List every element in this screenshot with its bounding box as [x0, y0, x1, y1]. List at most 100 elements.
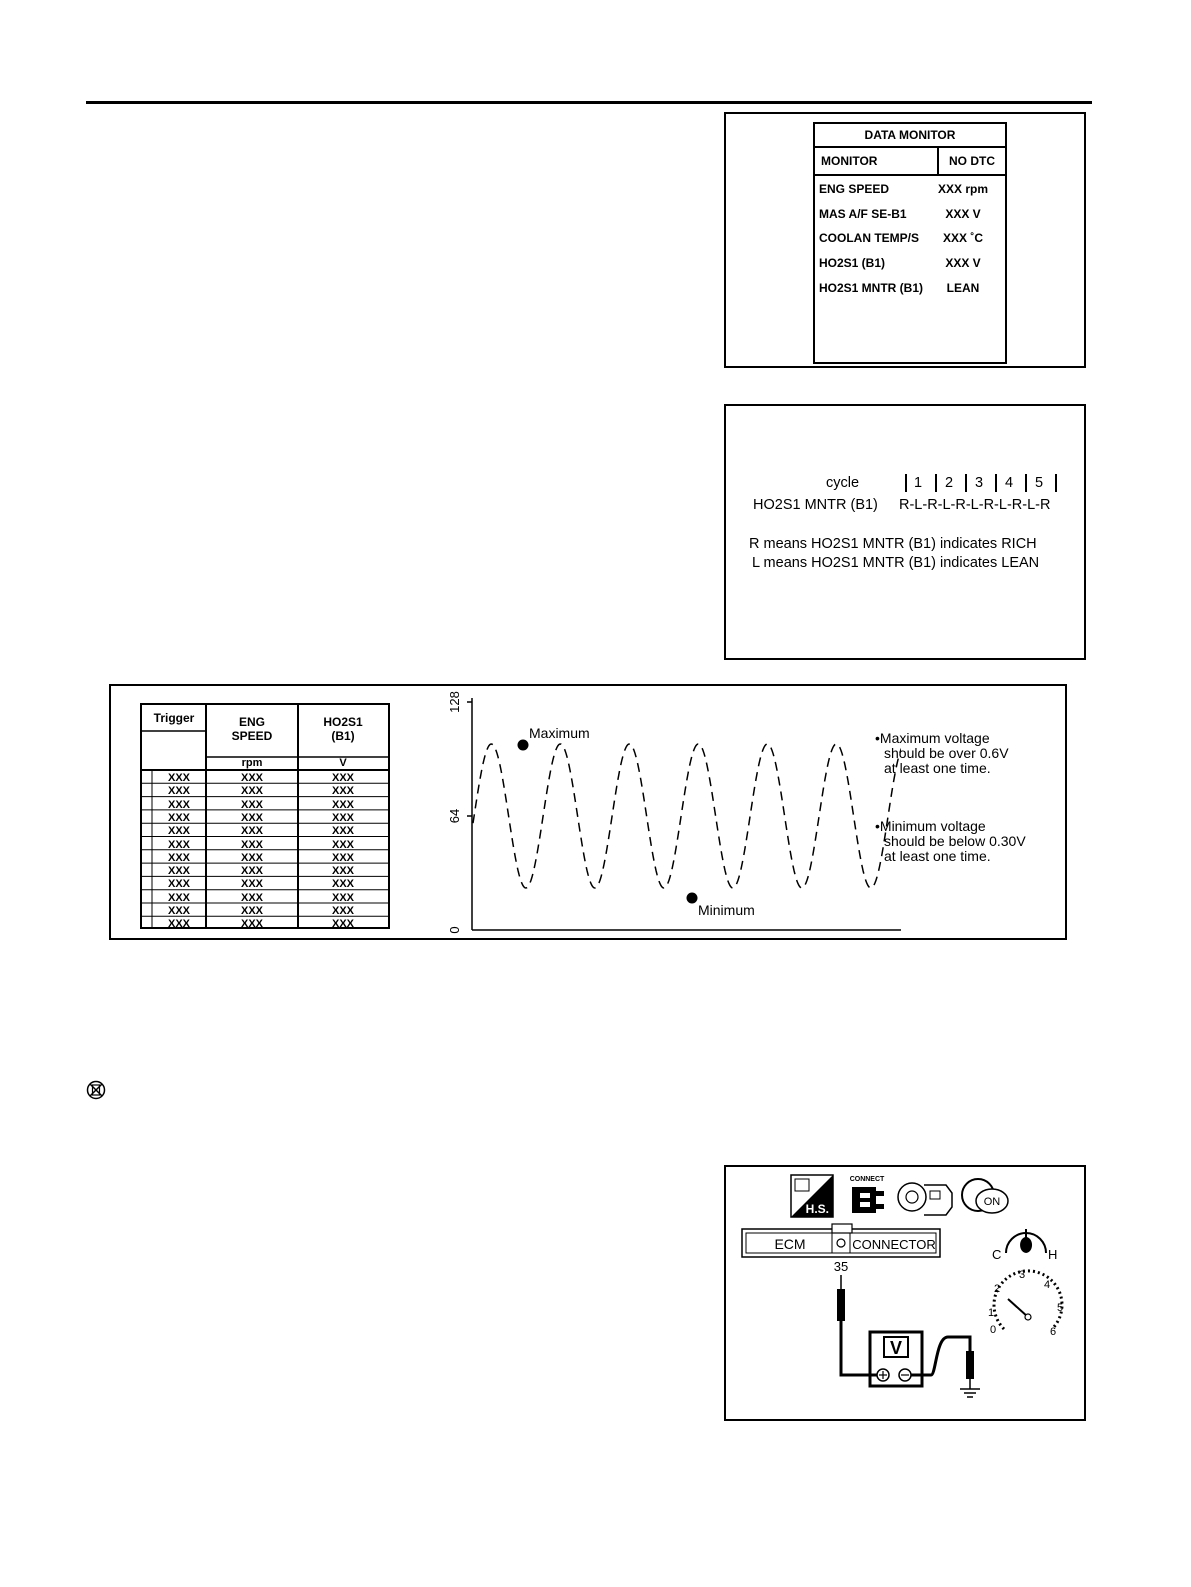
table-cell: XXX	[240, 878, 263, 891]
bullet: •	[875, 818, 880, 834]
cycle-divider	[995, 474, 997, 492]
cycle-divider	[965, 474, 967, 492]
table-cell: XXX	[167, 838, 190, 851]
connect-icon: CONNECT	[850, 1176, 885, 1213]
data-monitor-header: MONITOR NO DTC	[815, 148, 1005, 176]
monitor-row: ENG SPEED XXX rpm	[819, 180, 1005, 198]
bullet: •	[875, 730, 880, 746]
table-cell: XXX	[167, 785, 190, 798]
table-cell: XXX	[331, 891, 354, 904]
connect-label: CONNECT	[850, 1176, 885, 1183]
lean-note: L means HO2S1 MNTR (B1) indicates LEAN	[752, 555, 1040, 571]
ecm-connector: ECM CONNECTOR	[741, 1223, 941, 1258]
voltmeter-label: V	[890, 1338, 902, 1358]
engine-icon	[897, 1182, 953, 1216]
data-monitor-screen: DATA MONITOR MONITOR NO DTC ENG SPEED XX…	[813, 122, 1007, 364]
table-cell: XXX	[167, 825, 190, 838]
volt-unit: V	[339, 757, 347, 769]
monitor-row-value: XXX V	[945, 256, 981, 270]
cycle-divider	[935, 474, 937, 492]
tach-tick: 2	[994, 1283, 1000, 1295]
tach-tick: 3	[1019, 1269, 1025, 1281]
monitor-row-label: MAS A/F SE-B1	[819, 207, 907, 221]
max-voltage-note: •Maximum voltage should be over 0.6V at …	[875, 730, 1009, 776]
table-cell: XXX	[331, 798, 354, 811]
hs-icon: H.S.	[790, 1174, 834, 1218]
cycle-number: 5	[1035, 475, 1044, 491]
monitor-row-label: HO2S1 (B1)	[819, 256, 886, 270]
top-rule	[86, 101, 1092, 104]
monitor-row-value: XXX V	[945, 207, 981, 221]
table-cell: XXX	[331, 905, 354, 917]
table-cell: XXX	[167, 798, 190, 811]
tach-tick: 6	[1050, 1326, 1056, 1338]
table-cell: XXX	[331, 825, 354, 838]
table-cell: XXX	[240, 891, 263, 904]
monitor-row-label: HO2S1 MNTR (B1)	[819, 281, 924, 295]
gauge-hot-label: H	[1048, 1247, 1057, 1262]
table-grid	[142, 705, 388, 927]
table-cell: XXX	[240, 785, 263, 798]
pin-number: 35	[834, 1259, 848, 1274]
tach-tick: 1	[988, 1307, 994, 1319]
cycle-figure: cycle 1 2 3 4 5 HO2S1 MNTR (B1) R-L-R-L-…	[724, 404, 1086, 660]
cycle-number: 1	[914, 475, 923, 491]
table-cell: XXX	[167, 865, 190, 878]
table-cell: XXX	[240, 838, 263, 851]
y-tick-64: 64	[447, 809, 462, 823]
table-cell: XXX	[240, 772, 263, 784]
data-monitor-title: DATA MONITOR	[815, 124, 1005, 148]
gauge-cold-label: C	[992, 1247, 1001, 1262]
negative-probe	[966, 1351, 974, 1379]
minimum-label: Minimum	[698, 902, 755, 918]
maximum-point	[517, 739, 529, 751]
positive-probe	[837, 1289, 845, 1321]
monitor-row-label: ENG SPEED	[819, 182, 890, 196]
rich-note: R means HO2S1 MNTR (B1) indicates RICH	[749, 536, 1037, 552]
table-cell: XXX	[167, 918, 190, 931]
connector-label: CONNECTOR	[852, 1237, 936, 1252]
ho2s1-header-2: (B1)	[331, 729, 355, 743]
cycle-divider	[905, 474, 907, 492]
monitor-row-value: XXX ˚C	[942, 231, 983, 245]
table-cell: XXX	[331, 811, 354, 824]
wiring-figure: H.S. CONNECT ON	[724, 1165, 1086, 1421]
table-cell: XXX	[331, 918, 354, 931]
table-cell: XXX	[167, 851, 190, 864]
table-cell: XXX	[240, 825, 263, 838]
no-tools-icon	[86, 1080, 106, 1100]
monitor-row: HO2S1 MNTR (B1) LEAN	[819, 279, 1005, 297]
table-cell: XXX	[240, 851, 263, 864]
table-cell: XXX	[331, 838, 354, 851]
rich-lean-sequence: R-L-R-L-R-L-R-L-R-L-R	[899, 497, 1051, 513]
voltage-waveform: 128 64 0 Maximum Minimum	[447, 691, 901, 934]
minimum-point	[686, 892, 698, 904]
temp-gauge-icon: C H	[992, 1229, 1057, 1262]
y-tick-0: 0	[447, 926, 462, 933]
table-cell: XXX	[167, 772, 190, 784]
table-cell: XXX	[167, 811, 190, 824]
table-cell: XXX	[331, 865, 354, 878]
cycle-label: cycle	[826, 475, 860, 491]
table-cell: XXX	[240, 811, 263, 824]
monitor-row: COOLAN TEMP/S XXX ˚C	[819, 229, 1005, 247]
y-tick-128: 128	[447, 691, 462, 713]
tach-tick: 5	[1057, 1302, 1063, 1314]
trigger-header: Trigger	[153, 711, 195, 725]
table-cell: XXX	[167, 878, 190, 891]
ignition-on-icon: ON	[961, 1178, 1009, 1214]
table-cell: XXX	[331, 851, 354, 864]
data-monitor-figure: DATA MONITOR MONITOR NO DTC ENG SPEED XX…	[724, 112, 1086, 368]
monitor-header-label: MONITOR	[815, 148, 939, 174]
table-cell: XXX	[167, 891, 190, 904]
monitor-sequence-label: HO2S1 MNTR (B1)	[753, 497, 878, 513]
tach-tick: 0	[990, 1324, 996, 1336]
tachometer-icon: 0 1 2 3 4 5 6	[988, 1269, 1064, 1338]
on-label: ON	[984, 1196, 1001, 1208]
cycle-divider	[1025, 474, 1027, 492]
table-cell: XXX	[167, 905, 190, 917]
monitor-row: MAS A/F SE-B1 XXX V	[819, 205, 1005, 223]
hs-label: H.S.	[806, 1202, 829, 1216]
no-dtc-label: NO DTC	[949, 154, 995, 168]
